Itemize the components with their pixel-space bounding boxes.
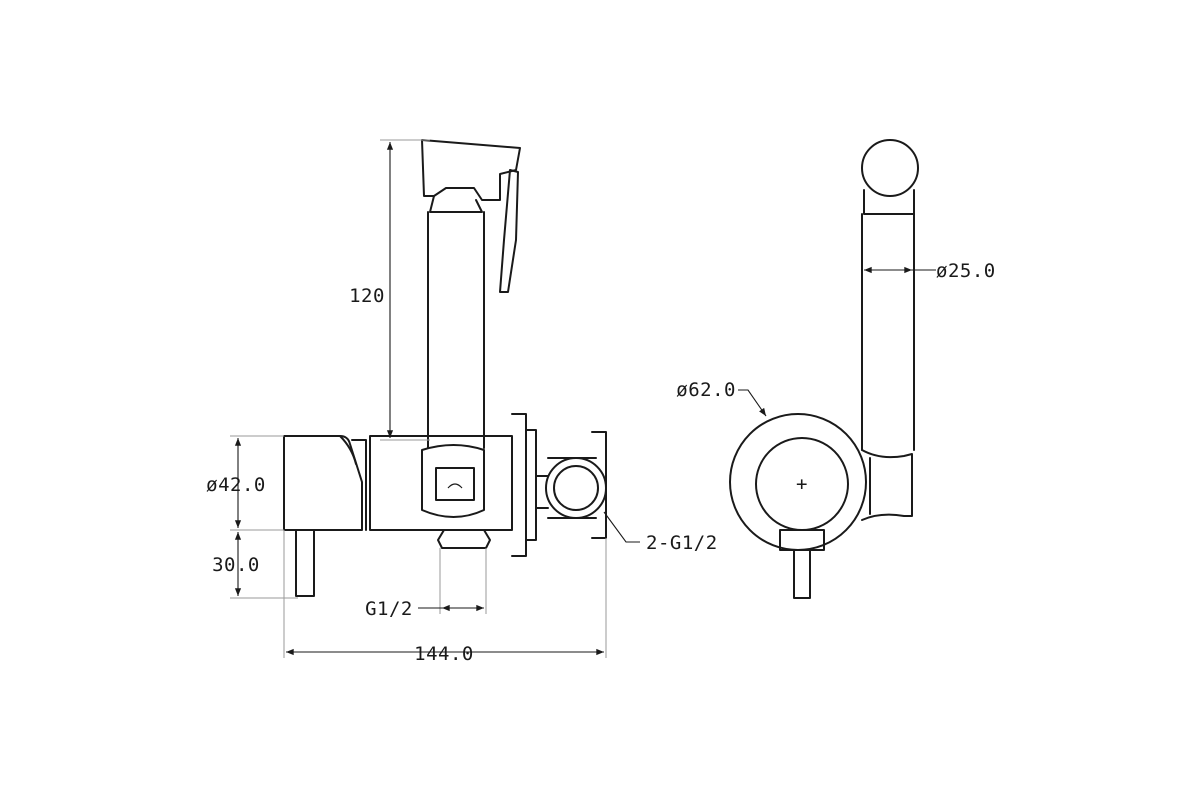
hose-front — [861, 213, 915, 451]
spray-head-front — [861, 139, 919, 215]
label-body-diameter: ø42.0 — [206, 474, 266, 496]
label-lever-length: 30.0 — [212, 554, 260, 576]
label-inlet-thread: 2-G1/2 — [646, 532, 718, 554]
label-120: 120 — [349, 285, 385, 307]
lever-front — [779, 529, 825, 599]
center-mark: + — [796, 473, 808, 495]
bottom-outlet — [437, 529, 491, 549]
body-right — [369, 435, 513, 531]
body-left — [283, 435, 367, 531]
inlet-connector — [535, 431, 607, 539]
hose-side — [427, 211, 485, 449]
dimension-lines — [230, 139, 936, 658]
side-view — [283, 139, 607, 597]
front-view — [729, 139, 919, 599]
lever-side — [295, 529, 315, 597]
hose-bracket — [861, 449, 913, 521]
dimension-labels: 120 ø42.0 30.0 G1/2 144.0 2-G1/2 ø25.0 ø… — [206, 260, 996, 665]
label-outlet-thread: G1/2 — [365, 598, 413, 620]
spray-head — [421, 139, 521, 293]
label-plate-diameter: ø62.0 — [676, 379, 736, 401]
label-hose-diameter: ø25.0 — [936, 260, 996, 282]
label-overall-width: 144.0 — [414, 643, 474, 665]
wall-flange — [511, 413, 537, 557]
